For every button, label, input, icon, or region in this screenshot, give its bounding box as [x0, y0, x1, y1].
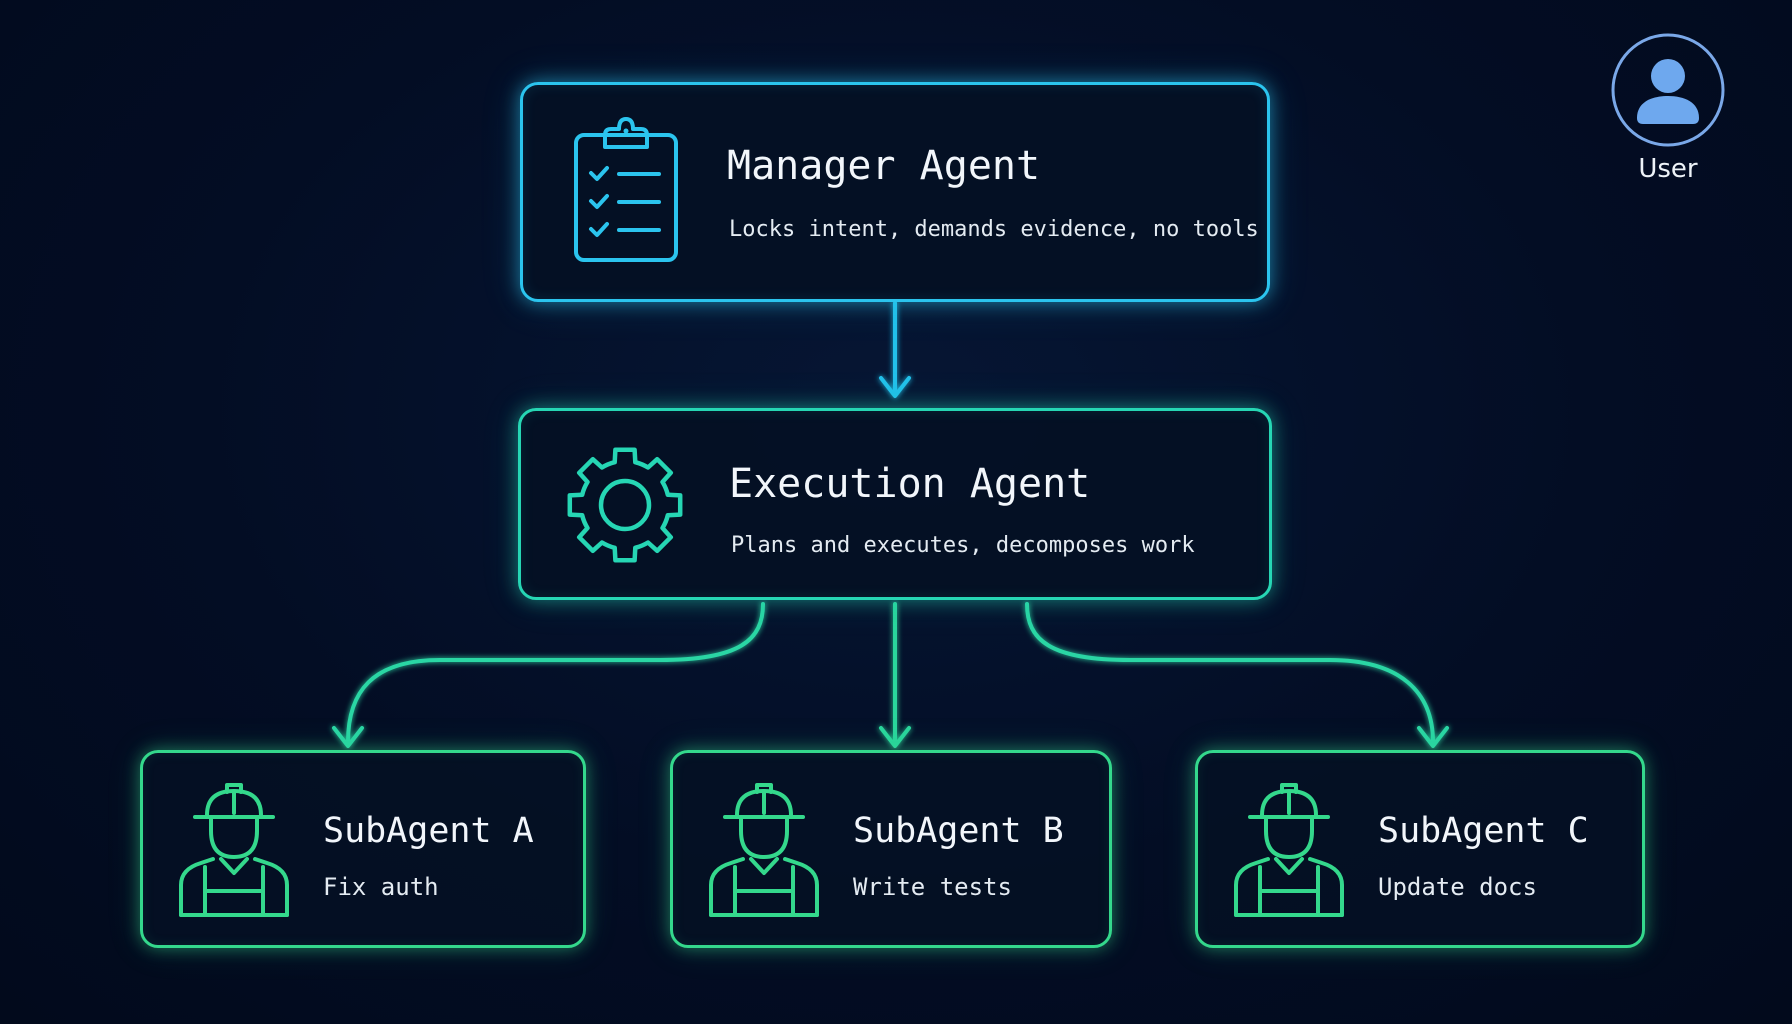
clipboard-checklist-icon: [574, 117, 678, 262]
subagent-c-node: SubAgent C Update docs: [1195, 750, 1645, 948]
execution-agent-node: Execution Agent Plans and executes, deco…: [518, 408, 1272, 600]
subagent-b-title: SubAgent B: [853, 811, 1064, 851]
subagent-c-description: Update docs: [1378, 873, 1537, 901]
subagent-c-title: SubAgent C: [1378, 811, 1589, 851]
manager-agent-description: Locks intent, demands evidence, no tools: [729, 217, 1259, 242]
worker-hardhat-icon: [709, 783, 819, 917]
subagent-a-description: Fix auth: [323, 873, 439, 901]
user-avatar-icon: [1611, 33, 1725, 147]
edge-execution-to-subagent-b: [879, 602, 911, 748]
manager-agent-title: Manager Agent: [727, 143, 1041, 189]
worker-hardhat-icon: [1234, 783, 1344, 917]
edge-execution-to-subagent-c: [1025, 602, 1449, 748]
subagent-a-title: SubAgent A: [323, 811, 534, 851]
subagent-a-node: SubAgent A Fix auth: [140, 750, 586, 948]
worker-hardhat-icon: [179, 783, 289, 917]
manager-agent-node: Manager Agent Locks intent, demands evid…: [520, 82, 1270, 302]
user-node: User: [1604, 30, 1732, 190]
edge-manager-to-execution: [879, 301, 911, 398]
execution-agent-description: Plans and executes, decomposes work: [731, 533, 1195, 558]
edge-execution-to-subagent-a: [332, 602, 765, 748]
gear-icon: [567, 447, 683, 563]
execution-agent-title: Execution Agent: [729, 461, 1091, 507]
subagent-b-description: Write tests: [853, 873, 1012, 901]
user-label: User: [1638, 154, 1698, 184]
subagent-b-node: SubAgent B Write tests: [670, 750, 1112, 948]
